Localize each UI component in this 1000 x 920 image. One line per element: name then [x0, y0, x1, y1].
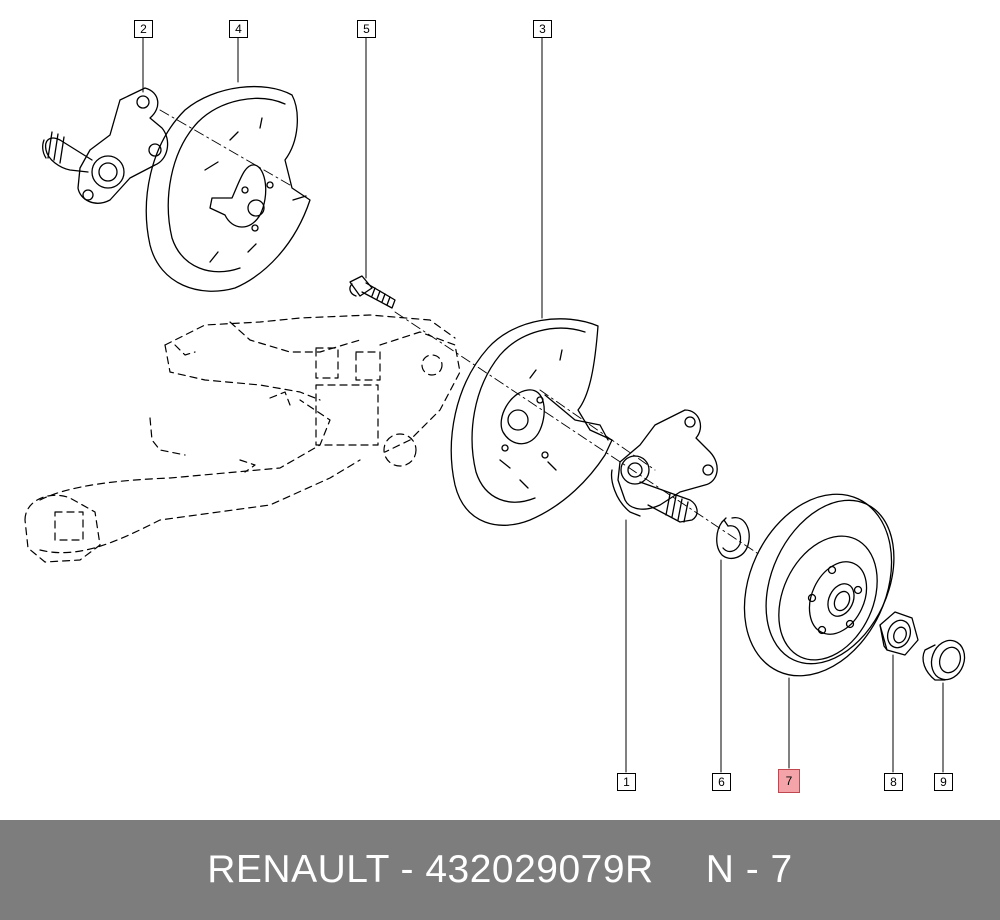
bolt: [349, 275, 396, 309]
dust-cap: [922, 639, 966, 681]
callout-4: 4: [229, 20, 248, 38]
part-number-text: RENAULT - 432029079R: [207, 848, 654, 891]
callout-5: 5: [357, 20, 376, 38]
callout-2: 2: [134, 20, 153, 38]
callout-1: 1: [617, 773, 636, 791]
leader-lines: [142, 37, 944, 773]
assembly-axes: [159, 109, 761, 556]
stub-axle-upper: [42, 87, 169, 204]
backing-plate-lower: [450, 318, 613, 526]
callout-3: 3: [533, 20, 552, 38]
callout-7-highlighted: 7: [778, 769, 800, 793]
callout-9: 9: [934, 773, 953, 791]
circlip: [716, 517, 750, 559]
callout-6: 6: [712, 773, 731, 791]
diagram-reference-text: N - 7: [705, 848, 793, 891]
callout-8: 8: [884, 773, 903, 791]
hub-nut: [879, 611, 919, 656]
exploded-parts-diagram: [24, 37, 966, 773]
backing-plate-upper: [145, 85, 311, 292]
footer-caption-bar: RENAULT - 432029079R N - 7: [0, 820, 1000, 920]
stub-axle-lower: [610, 409, 718, 523]
brake-disc: [743, 493, 895, 677]
axle-beam-outline: [24, 314, 461, 563]
